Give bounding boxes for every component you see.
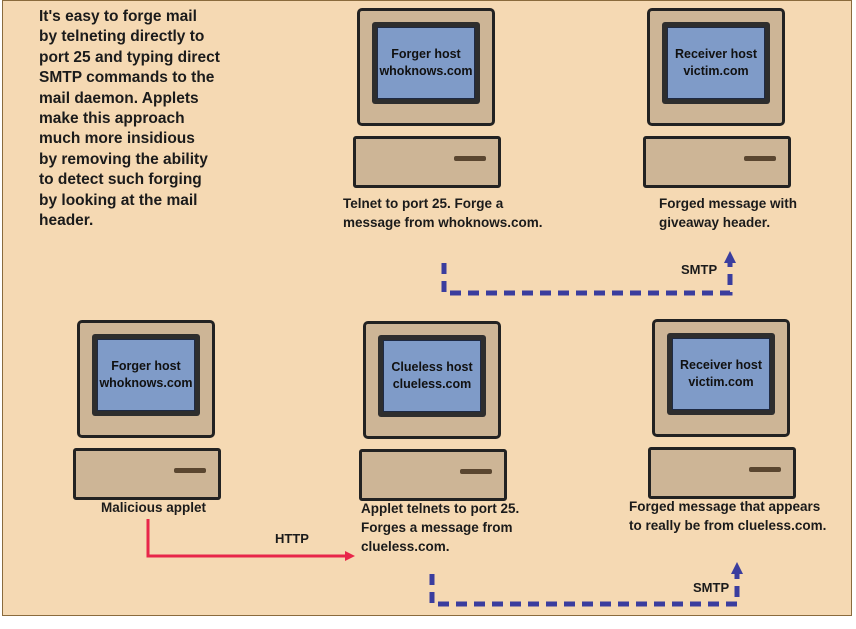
drive-slot	[174, 468, 206, 473]
top-forger-computer-icon: Forger host whoknows.com	[353, 8, 501, 208]
computer-base	[73, 448, 221, 500]
computer-base	[648, 447, 796, 499]
screen-host-name: Forger host	[391, 47, 461, 61]
screen: Receiver host victim.com	[672, 338, 770, 410]
top-smtp-label: SMTP	[681, 262, 718, 277]
screen-host-name: Receiver host	[675, 47, 757, 61]
bottom-receiver-computer-icon: Receiver host victim.com	[648, 319, 796, 519]
connector-lines	[146, 251, 743, 607]
bottom-smtp-arrowhead-icon	[731, 562, 743, 574]
screen-host-name: Receiver host	[680, 358, 762, 372]
screen: Receiver host victim.com	[667, 27, 765, 99]
screen-domain: whoknows.com	[99, 376, 193, 390]
monitor: Forger host whoknows.com	[77, 320, 215, 438]
bottom-smtp-connector	[429, 574, 740, 607]
forged-mail-diagram: It's easy to forge mail by telneting dir…	[2, 0, 852, 616]
bottom-forger-caption: Malicious applet	[101, 500, 207, 515]
screen-domain: whoknows.com	[379, 64, 473, 78]
bottom-receiver-caption: Forged message that appears to really be…	[629, 499, 827, 533]
monitor: Receiver host victim.com	[652, 319, 790, 437]
top-smtp-connector	[441, 263, 733, 296]
intro-text: It's easy to forge mail by telneting dir…	[39, 8, 220, 230]
screen-domain: victim.com	[683, 64, 749, 78]
bottom-forger-computer-icon: Forger host whoknows.com	[73, 320, 221, 520]
bottom-smtp-label: SMTP	[693, 580, 730, 595]
top-receiver-computer-icon: Receiver host victim.com	[643, 8, 791, 208]
screen: Clueless host clueless.com	[383, 340, 481, 412]
top-receiver-caption: Forged message with giveaway header.	[659, 196, 798, 230]
top-smtp-arrowhead-icon	[724, 251, 736, 263]
screen-domain: clueless.com	[392, 377, 472, 391]
monitor: Forger host whoknows.com	[357, 8, 495, 126]
bottom-clueless-computer-icon: Clueless host clueless.com	[359, 321, 507, 521]
computer-base	[359, 449, 507, 501]
http-label: HTTP	[275, 531, 309, 546]
screen: Forger host whoknows.com	[97, 339, 195, 411]
screen-host-name: Forger host	[111, 359, 181, 373]
screen: Forger host whoknows.com	[377, 27, 475, 99]
monitor: Clueless host clueless.com	[363, 321, 501, 439]
bottom-clueless-caption: Applet telnets to port 25. Forges a mess…	[361, 501, 520, 554]
drive-slot	[749, 467, 781, 472]
computer-base	[643, 136, 791, 188]
top-forger-caption: Telnet to port 25. Forge a message from …	[343, 196, 543, 230]
http-connector	[146, 519, 355, 561]
drive-slot	[460, 469, 492, 474]
screen-domain: victim.com	[688, 375, 754, 389]
drive-slot	[744, 156, 776, 161]
screen-host-name: Clueless host	[391, 360, 473, 374]
computer-base	[353, 136, 501, 188]
drive-slot	[454, 156, 486, 161]
monitor: Receiver host victim.com	[647, 8, 785, 126]
